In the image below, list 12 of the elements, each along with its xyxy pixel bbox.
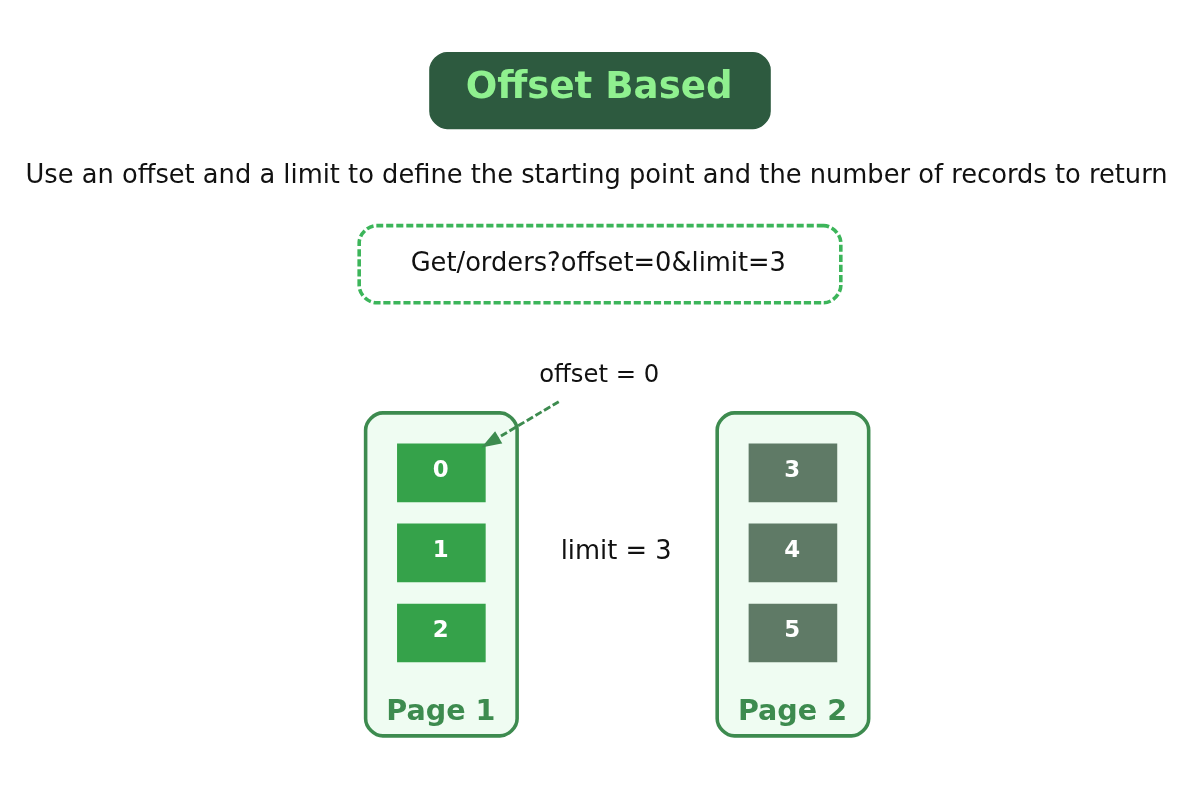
node-box: 3	[748, 443, 838, 503]
node-box: 5	[748, 603, 838, 663]
node-box: Offset Based	[429, 52, 771, 130]
node-box: Get/orders?offset=0&limit=3	[357, 223, 843, 305]
label: limit = 3	[560, 535, 672, 566]
arrow	[481, 400, 560, 448]
node-box: 1	[397, 523, 486, 583]
node-box: 4	[748, 523, 838, 583]
node-box: 0	[397, 443, 486, 503]
node-box: 2	[397, 603, 486, 663]
label: Use an offset and a limit to define the starting point and the number of records to return	[25, 159, 1168, 190]
node-text: offset = 0	[539, 358, 660, 388]
